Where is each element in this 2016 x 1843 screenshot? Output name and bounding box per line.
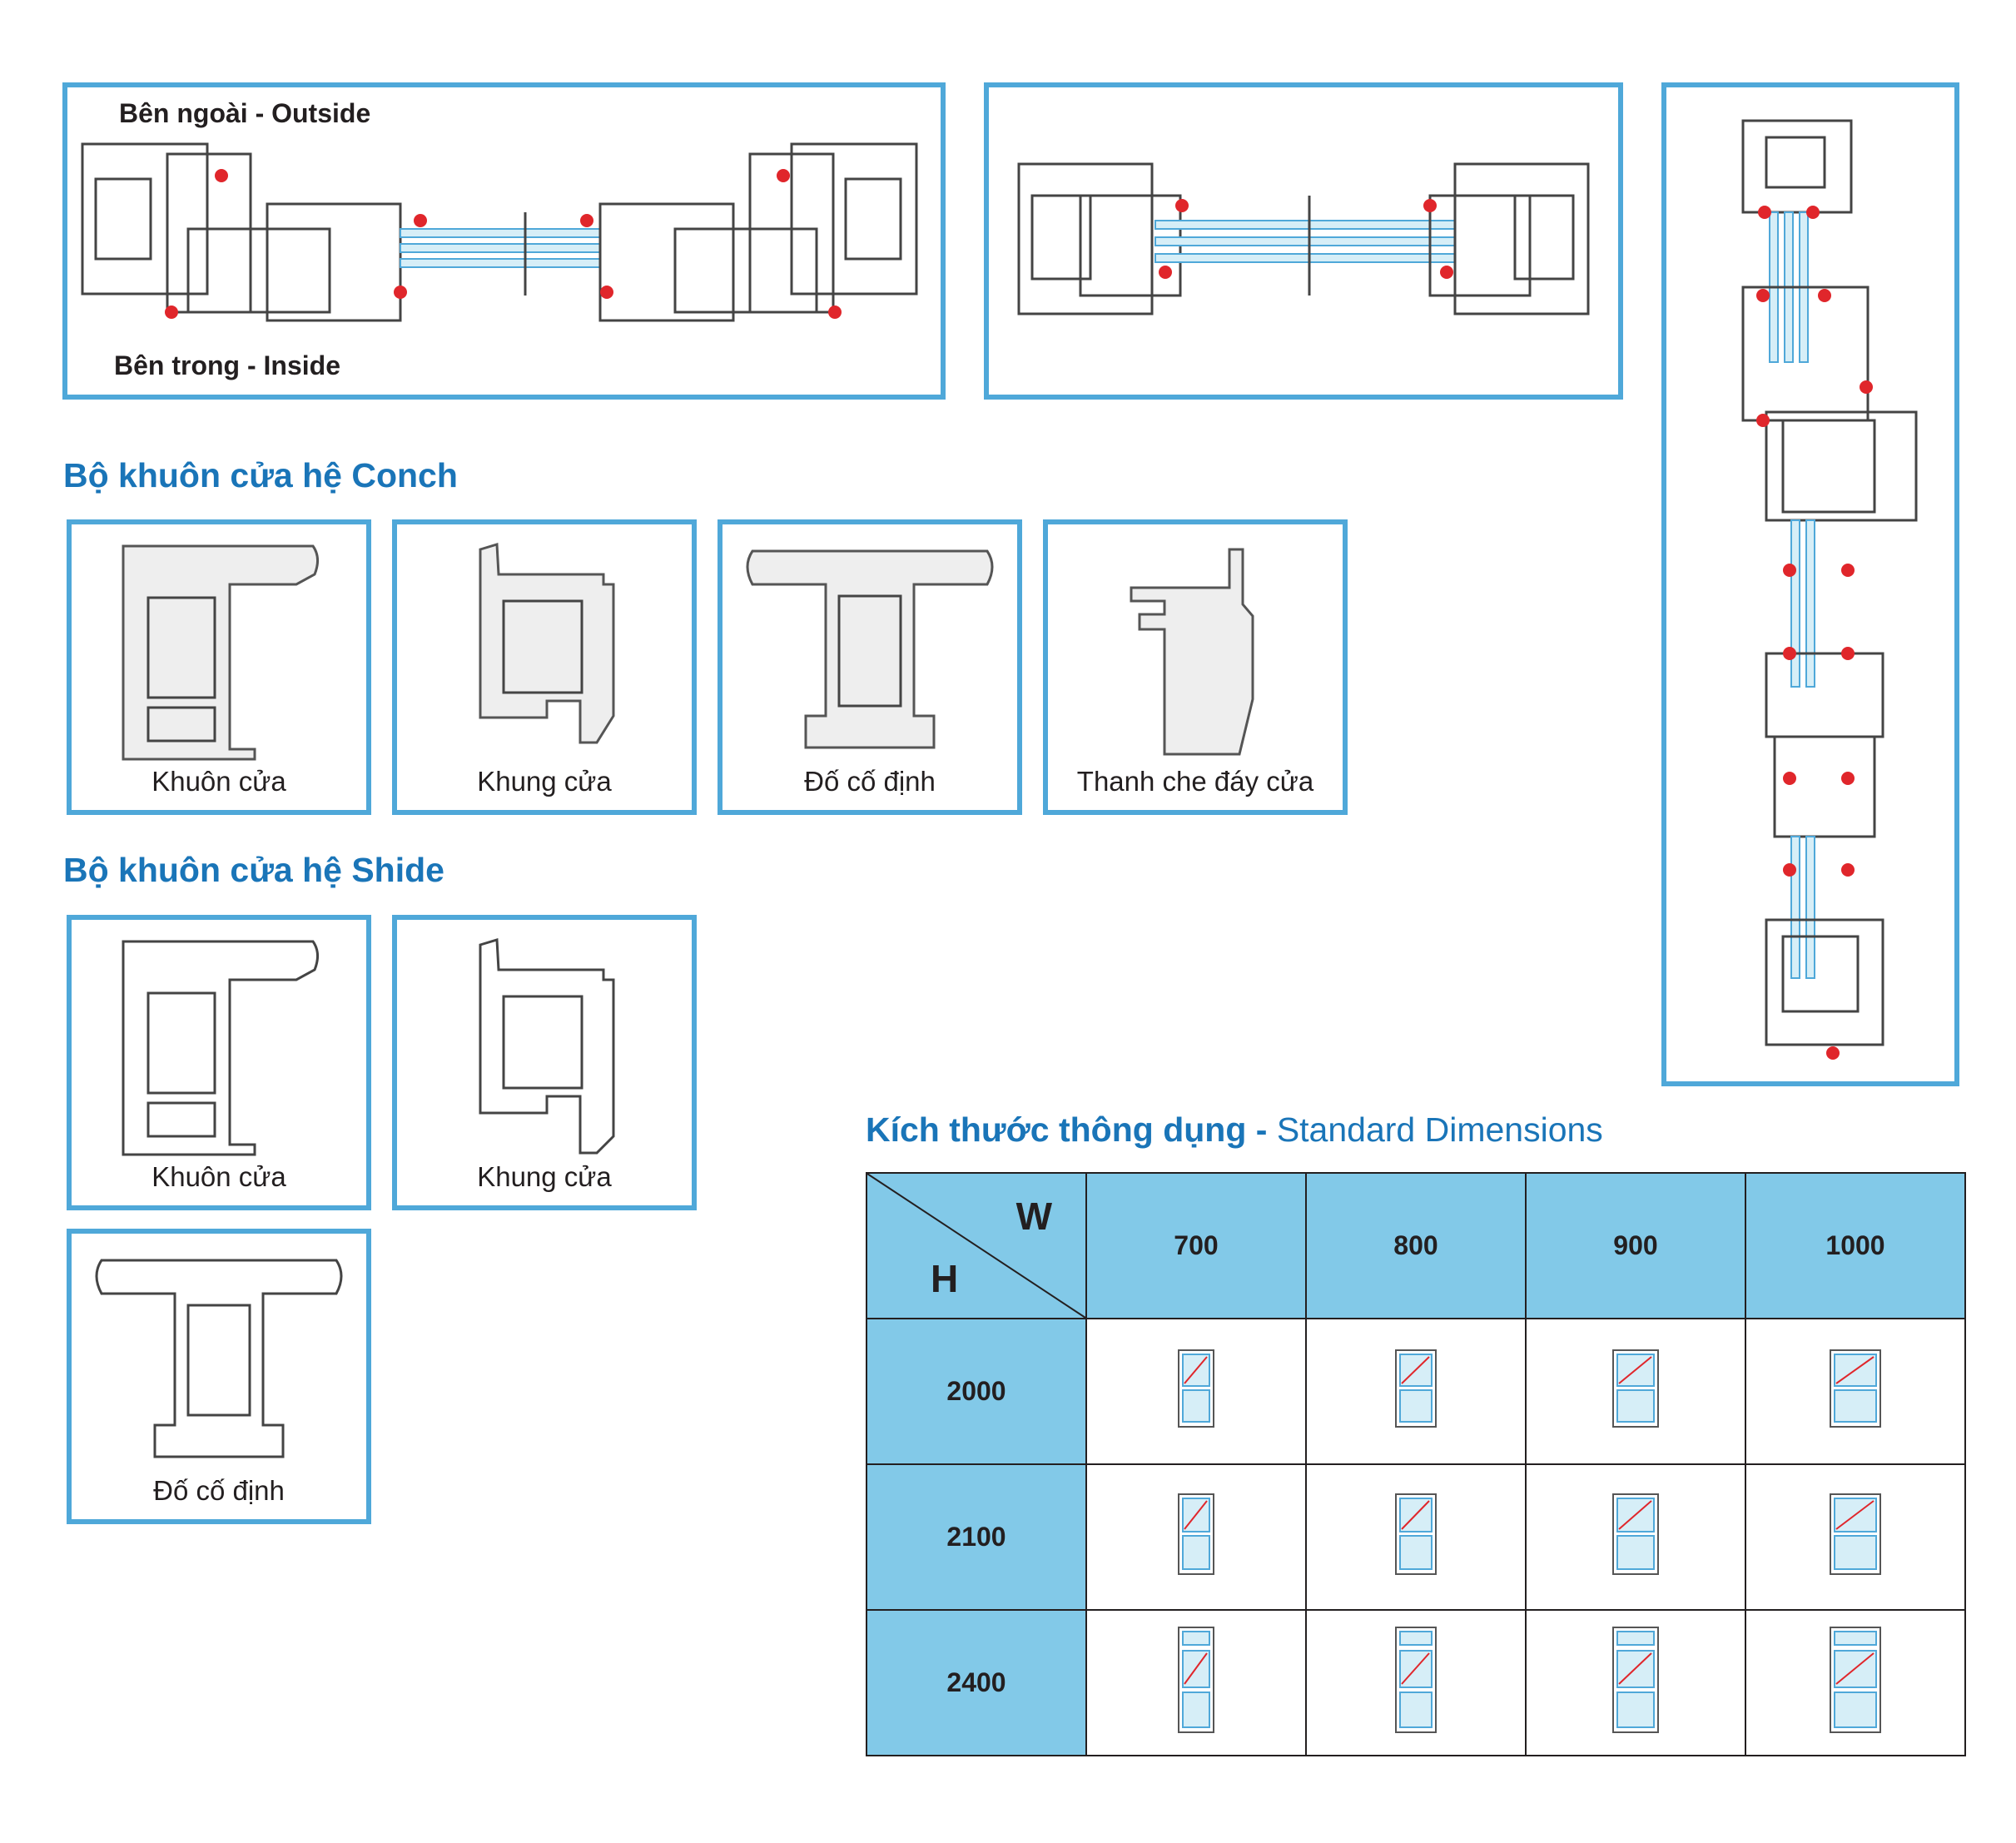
conch-thanh-che-drawing [1130,548,1254,756]
conch-thanh-che-day-cua: Thanh che đáy cửa [1043,519,1348,815]
height-header: 2400 [866,1609,1087,1756]
conch-khuon-cua: Khuôn cửa [67,519,371,815]
shide-do-co-dinh-drawing [95,1259,343,1458]
shide-heading: Bộ khuôn cửa hệ Shide [63,851,444,889]
shide-khung-cua-label: Khung cửa [477,1161,612,1192]
shide-khuon-cua: Khuôn cửa [67,915,371,1210]
conch-do-co-dinh-label: Đố cố định [804,766,936,797]
door-icon [1830,1349,1881,1428]
cross-section-double-sash: Bên ngoài - Outside Bên trong - Inside [62,82,946,400]
conch-thanh-che-label: Thanh che đáy cửa [1076,766,1314,797]
shide-khung-cua-drawing [479,938,615,1155]
table-header-row: W H 700 800 900 1000 [866,1172,1966,1319]
door-icon [1612,1349,1659,1428]
shide-khung-cua: Khung cửa [392,915,697,1210]
door-icon [1612,1493,1659,1575]
vertical-cross-section [1661,82,1959,1086]
conch-do-co-dinh-drawing [746,549,994,749]
door-cell [1525,1318,1746,1465]
w-label: W [1015,1195,1052,1238]
table-row: 2100 [866,1463,1966,1611]
dimensions-heading: Kích thước thông dụng - Standard Dimensi… [866,1110,1603,1150]
door-icon [1178,1349,1214,1428]
width-header: 900 [1525,1172,1746,1319]
door-cell [1525,1609,1746,1756]
door-cell [1305,1609,1527,1756]
door-cell [1305,1463,1527,1611]
shide-do-co-dinh: Đố cố định [67,1229,371,1524]
door-cell [1745,1463,1966,1611]
conch-khung-cua: Khung cửa [392,519,697,815]
shide-do-co-dinh-label: Đố cố định [153,1475,285,1506]
conch-heading: Bộ khuôn cửa hệ Conch [63,456,458,494]
vertical-profile-drawing [1741,119,1918,1060]
door-icon [1395,1493,1437,1575]
conch-do-co-dinh: Đố cố định [718,519,1022,815]
conch-khuon-cua-label: Khuôn cửa [151,766,286,797]
door-icon [1830,1626,1881,1733]
door-icon [1178,1493,1214,1575]
conch-khuon-cua-drawing [122,544,319,761]
door-cell [1085,1609,1307,1756]
shide-khuon-cua-drawing [122,940,319,1156]
double-sash-profile-drawing [81,142,918,322]
door-icon [1830,1493,1881,1575]
door-cell [1745,1609,1966,1756]
fixed-profile-drawing [1017,162,1590,315]
door-icon [1178,1626,1214,1733]
corner-diagonal [867,1174,1085,1318]
cross-section-fixed [984,82,1623,400]
dimensions-heading-light: Standard Dimensions [1276,1110,1603,1149]
width-header: 700 [1085,1172,1307,1319]
width-header: 800 [1305,1172,1527,1319]
door-cell [1525,1463,1746,1611]
inside-label: Bên trong - Inside [114,350,340,380]
h-label: H [931,1257,959,1300]
door-cell [1085,1318,1307,1465]
door-icon [1395,1626,1437,1733]
conch-khung-cua-drawing [479,543,615,744]
dimensions-table: W H 700 800 900 1000 2000 2100 2400 [866,1172,1966,1756]
door-cell [1305,1318,1527,1465]
dimensions-heading-bold: Kích thước thông dụng - [866,1110,1277,1149]
door-icon [1395,1349,1437,1428]
shide-khuon-cua-label: Khuôn cửa [151,1161,286,1192]
conch-khung-cua-label: Khung cửa [477,766,612,797]
table-row: 2000 [866,1318,1966,1465]
door-cell [1745,1318,1966,1465]
width-header: 1000 [1745,1172,1966,1319]
corner-cell: W H [866,1172,1087,1319]
door-cell [1085,1463,1307,1611]
door-icon [1612,1626,1659,1733]
table-row: 2400 [866,1609,1966,1756]
outside-label: Bên ngoài - Outside [119,98,371,128]
height-header: 2000 [866,1318,1087,1465]
height-header: 2100 [866,1463,1087,1611]
